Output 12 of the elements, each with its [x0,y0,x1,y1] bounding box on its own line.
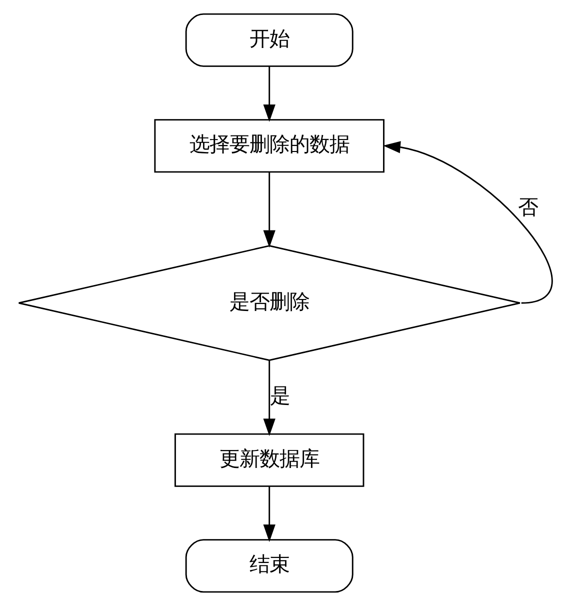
arrow [263,66,276,122]
node-diamond: 是否删除 [18,245,521,361]
arrow [263,172,276,248]
arrow [263,360,276,436]
edge-label: 是 [270,384,290,408]
node-box: 选择要删除的数据 [154,119,384,173]
arrow [263,486,276,542]
arrow [383,141,553,304]
node-box: 开始 [185,13,354,67]
node-box: 更新数据库 [174,433,364,487]
edge-label: 否 [518,195,538,220]
node-box: 结束 [185,539,354,593]
